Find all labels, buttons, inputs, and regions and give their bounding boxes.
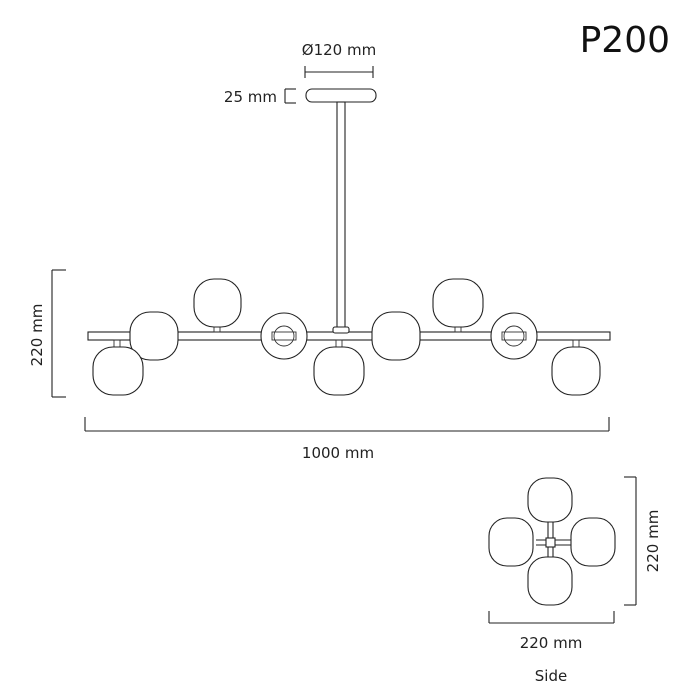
side-height-dimension: 220 mm (624, 476, 662, 606)
canopy-height-label: 25 mm (224, 88, 277, 106)
globe-upper-right (432, 278, 484, 333)
canopy-diameter-label: Ø120 mm (302, 41, 376, 59)
model-title: P200 (580, 20, 670, 61)
rod-connector (332, 326, 350, 334)
height-dimension: 220 mm (28, 269, 66, 398)
side-globe-bottom (527, 556, 573, 606)
side-view-label: Side (535, 667, 567, 685)
canopy (305, 88, 377, 103)
side-width-label: 220 mm (520, 634, 583, 652)
side-globe-top (527, 477, 573, 523)
canopy-height-dimension: 25 mm (224, 88, 296, 106)
side-height-label: 220 mm (644, 510, 662, 573)
height-label: 220 mm (28, 304, 46, 367)
canopy-diameter-dimension: Ø120 mm (302, 41, 376, 78)
globe-lower-left (92, 339, 144, 396)
side-globe-right (570, 517, 616, 567)
width-dimension: 1000 mm (84, 417, 610, 462)
side-view (488, 477, 616, 606)
suspension-rod (336, 101, 346, 331)
globe-front-left (129, 311, 179, 361)
disc-right (490, 312, 538, 360)
globe-lower-right (551, 339, 601, 396)
globe-lower-center (313, 339, 365, 396)
globe-upper-left (193, 278, 242, 333)
globe-front-center (371, 311, 421, 361)
width-label: 1000 mm (302, 444, 374, 462)
disc-left (260, 312, 308, 360)
side-width-dimension: 220 mm (488, 611, 615, 652)
side-globe-left (488, 517, 534, 567)
